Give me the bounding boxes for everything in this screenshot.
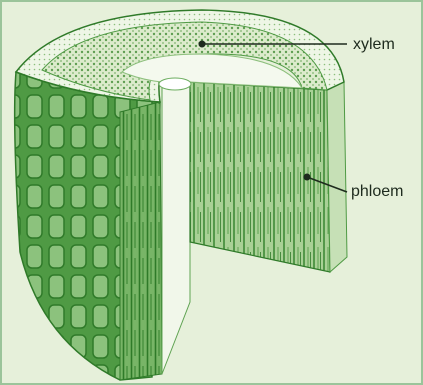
pith-top	[159, 78, 191, 90]
outer-rim-right	[327, 82, 347, 272]
pith-strip	[162, 82, 190, 374]
cut-face-dark	[120, 102, 162, 380]
phloem-leader-dot	[304, 174, 311, 181]
xylem-label: xylem	[353, 36, 395, 54]
phloem-label: phloem	[351, 183, 403, 201]
xylem-leader-dot	[199, 41, 206, 48]
